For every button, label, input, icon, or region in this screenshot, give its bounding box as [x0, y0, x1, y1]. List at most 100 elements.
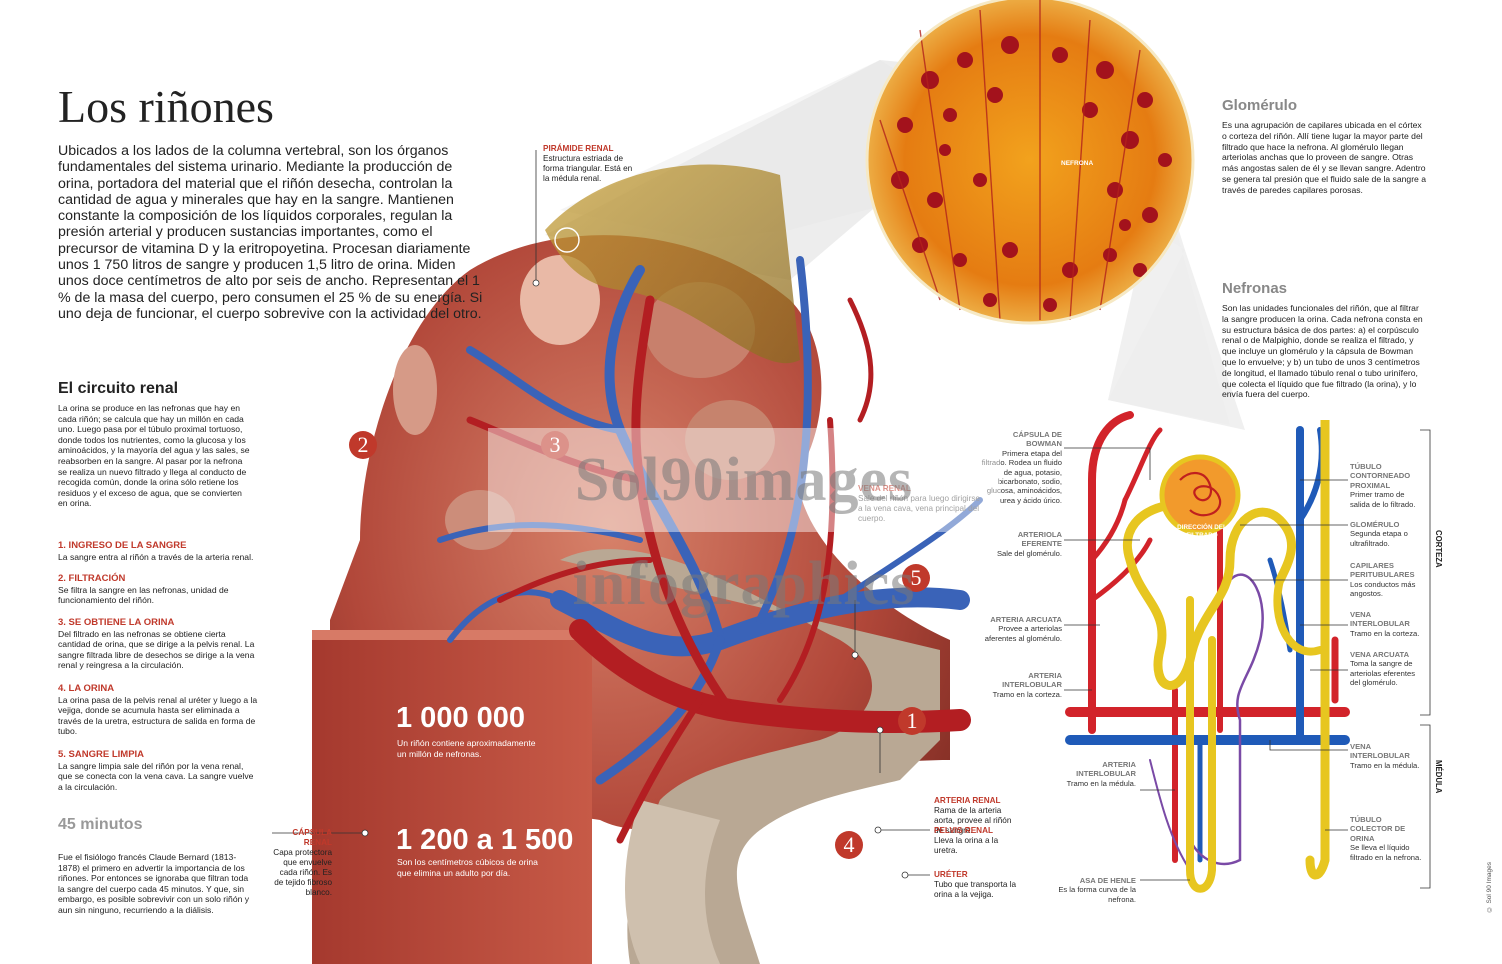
pyramid: [685, 400, 775, 480]
label-heading: URÉTER: [934, 870, 968, 879]
label-vena-renal: VENA RENAL Sale del riñón para luego dir…: [858, 484, 983, 524]
stat-urine-text: Son los centímetros cúbicos de orina que…: [397, 857, 538, 878]
veins: [437, 256, 983, 785]
label-vena-arcuata: VENA ARCUATA Toma la sangre de arteriola…: [1350, 650, 1422, 688]
label-heading: CAPILARES PERITUBULARES: [1350, 561, 1415, 580]
label-text: Sale del riñón para luego dirigirse a la…: [858, 494, 980, 523]
circuit-body: La orina se produce en las nefronas que …: [58, 403, 250, 509]
label-text: Tramo en la médula.: [1350, 760, 1420, 770]
marker-5: 5: [902, 564, 930, 592]
pyramid: [393, 345, 437, 435]
label-text: Sale del glomérulo.: [996, 548, 1062, 558]
step-heading: 5. SANGRE LIMPIA: [58, 749, 145, 760]
label-vena-interlobular-corteza: VENA INTERLOBULAR Tramo en la corteza.: [1350, 610, 1422, 638]
label-text: Lleva la orina a la uretra.: [934, 836, 999, 855]
capsule-block: [312, 630, 592, 964]
label-heading: ARTERIOLA EFERENTE: [1017, 530, 1062, 549]
glomerulo-title: Glomérulo: [1222, 97, 1298, 114]
label-tubulo-proximal: TÚBULO CONTORNEADO PROXIMAL Primer tramo…: [1350, 462, 1422, 509]
pyramid: [520, 255, 600, 345]
glomerulus: [1159, 454, 1241, 536]
marker-3: 3: [541, 431, 569, 459]
label-text: Tubo que transporta la orina a la vejiga…: [934, 880, 1017, 899]
label-heading: CÁPSULA RENAL: [292, 828, 332, 847]
label-heading: VENA ARCUATA: [1350, 650, 1410, 659]
label-vena-interlobular-medula: VENA INTERLOBULAR Tramo en la médula.: [1350, 742, 1422, 770]
label-text: Los conductos más angostos.: [1350, 579, 1416, 599]
label-text: Es la forma curva de la nefrona.: [1058, 885, 1136, 904]
step-text: La orina pasa de la pelvis renal al urét…: [58, 694, 258, 737]
label-arteria-interlobular-corteza: ARTERIA INTERLOBULAR Tramo en la corteza…: [978, 671, 1062, 699]
zone-corteza: CORTEZA: [1434, 530, 1443, 568]
label-text: Tramo en la médula.: [1066, 778, 1136, 788]
stat-urine-value: 1 200 a 1 500: [396, 824, 574, 856]
label-heading: VENA INTERLOBULAR: [1350, 742, 1410, 761]
label-heading: PIRÁMIDE RENAL: [543, 144, 614, 153]
magnifier-cone-right: [1108, 170, 1245, 430]
label-text: Rama de la arteria aorta, provee al riñó…: [934, 806, 1012, 835]
arteries: [466, 295, 971, 844]
step-heading: 4. LA ORINA: [58, 683, 115, 694]
marker-1: 1: [898, 707, 926, 735]
label-heading: GLOMÉRULO: [1350, 520, 1400, 529]
cut-plane: [545, 164, 800, 364]
leader-dots: [361, 279, 909, 879]
label-capsula-bowman: CÁPSULA DE BOWMAN Primera etapa del filt…: [978, 430, 1062, 505]
label-asa-henle: ASA DE HENLE Es la forma curva de la nef…: [1052, 876, 1136, 904]
step-heading: 3. SE OBTIENE LA ORINA: [58, 617, 175, 628]
label-text: Capa protectora que envuelve cada riñón.…: [273, 848, 332, 897]
micro-glomeruli: [891, 36, 1172, 312]
label-arteriola-eferente: ARTERIOLA EFERENTE Sale del glomérulo.: [978, 530, 1062, 558]
label-heading: ARTERIA INTERLOBULAR: [1076, 760, 1136, 779]
copyright: © Sol 90 Images: [1486, 862, 1493, 913]
label-text: Estructura estriada de forma triangular.…: [543, 154, 633, 183]
label-text: Primera etapa del filtrado. Rodea un flu…: [981, 448, 1062, 505]
label-piramide-renal: PIRÁMIDE RENAL Estructura estriada de fo…: [543, 144, 638, 184]
label-ureter: URÉTER Tubo que transporta la orina a la…: [934, 870, 1029, 900]
label-text: Segunda etapa o ultrafiltrado.: [1350, 529, 1408, 548]
marker-4: 4: [835, 831, 863, 859]
label-arteria-interlobular-medula: ARTERIA INTERLOBULAR Tramo en la médula.: [1052, 760, 1136, 788]
step-text: La sangre entra al riñón a través de la …: [58, 551, 254, 562]
micro-vessels: [879, 0, 1141, 321]
label-text: Tramo en la corteza.: [1350, 628, 1420, 638]
step-3: 3. SE OBTIENE LA ORINA Del filtrado en l…: [58, 617, 258, 671]
step-text: Se filtra la sangre en las nefronas, uni…: [58, 584, 229, 606]
step-4: 4. LA ORINA La orina pasa de la pelvis r…: [58, 683, 258, 737]
pyramid-marker: [554, 227, 580, 253]
label-heading: VENA INTERLOBULAR: [1350, 610, 1410, 629]
label-heading: TÚBULO COLECTOR DE ORINA: [1350, 815, 1406, 843]
minutes-title: 45 minutos: [58, 816, 143, 833]
step-heading: 1. INGRESO DE LA SANGRE: [58, 540, 187, 551]
minutes-body: Fue el fisiólogo francés Claude Bernard …: [58, 852, 250, 915]
zone-medula: MÉDULA: [1434, 760, 1443, 794]
step-heading: 2. FILTRACIÓN: [58, 573, 126, 584]
label-heading: ARTERIA RENAL: [934, 796, 1001, 805]
label-capsula-renal: CÁPSULA RENAL Capa protectora que envuel…: [272, 828, 332, 898]
glomerulus-capillaries: [1179, 472, 1222, 517]
nefronas-title: Nefronas: [1222, 280, 1288, 297]
ureter: [625, 800, 720, 964]
label-glomerulo: GLOMÉRULO Segunda etapa o ultrafiltrado.: [1350, 520, 1422, 548]
label-heading: CÁPSULA DE BOWMAN: [1012, 430, 1062, 449]
stat-nephrons-text: Un riñón contiene aproximadamente un mil…: [397, 738, 536, 759]
label-heading: VENA RENAL: [858, 484, 911, 493]
stat-nephrons-value: 1 000 000: [396, 702, 526, 734]
step-2: 2. FILTRACIÓN Se filtra la sangre en las…: [58, 573, 258, 606]
nephron-diagram: [1065, 411, 1350, 893]
label-heading: PELVIS RENAL: [934, 826, 993, 835]
label-arteria-renal: ARTERIA RENAL Rama de la arteria aorta, …: [934, 796, 1014, 836]
intro-paragraph: Ubicados a los lados de la columna verte…: [58, 143, 483, 322]
label-text: Toma la sangre de arteriolas eferentes d…: [1350, 659, 1416, 688]
step-1: 1. INGRESO DE LA SANGRE La sangre entra …: [58, 540, 258, 562]
step-5: 5. SANGRE LIMPIA La sangre limpia sale d…: [58, 749, 258, 792]
nefronas-body: Son las unidades funcionales del riñón, …: [1222, 303, 1423, 400]
step-text: Del filtrado en las nefronas se obtiene …: [58, 628, 255, 671]
label-text: Primer tramo de salida de lo filtrado.: [1350, 490, 1416, 509]
label-capilares-peritubulares: CAPILARES PERITUBULARES Los conductos má…: [1350, 561, 1422, 599]
label-arteria-arcuata: ARTERIA ARCUATA Provee a arteriolas afer…: [978, 615, 1062, 643]
glomerulo-body: Es una agrupación de capilares ubicada e…: [1222, 120, 1427, 195]
watermark: Sol90images infographics: [488, 428, 1000, 618]
label-tubulo-colector: TÚBULO COLECTOR DE ORINA Se lleva el líq…: [1350, 815, 1422, 862]
